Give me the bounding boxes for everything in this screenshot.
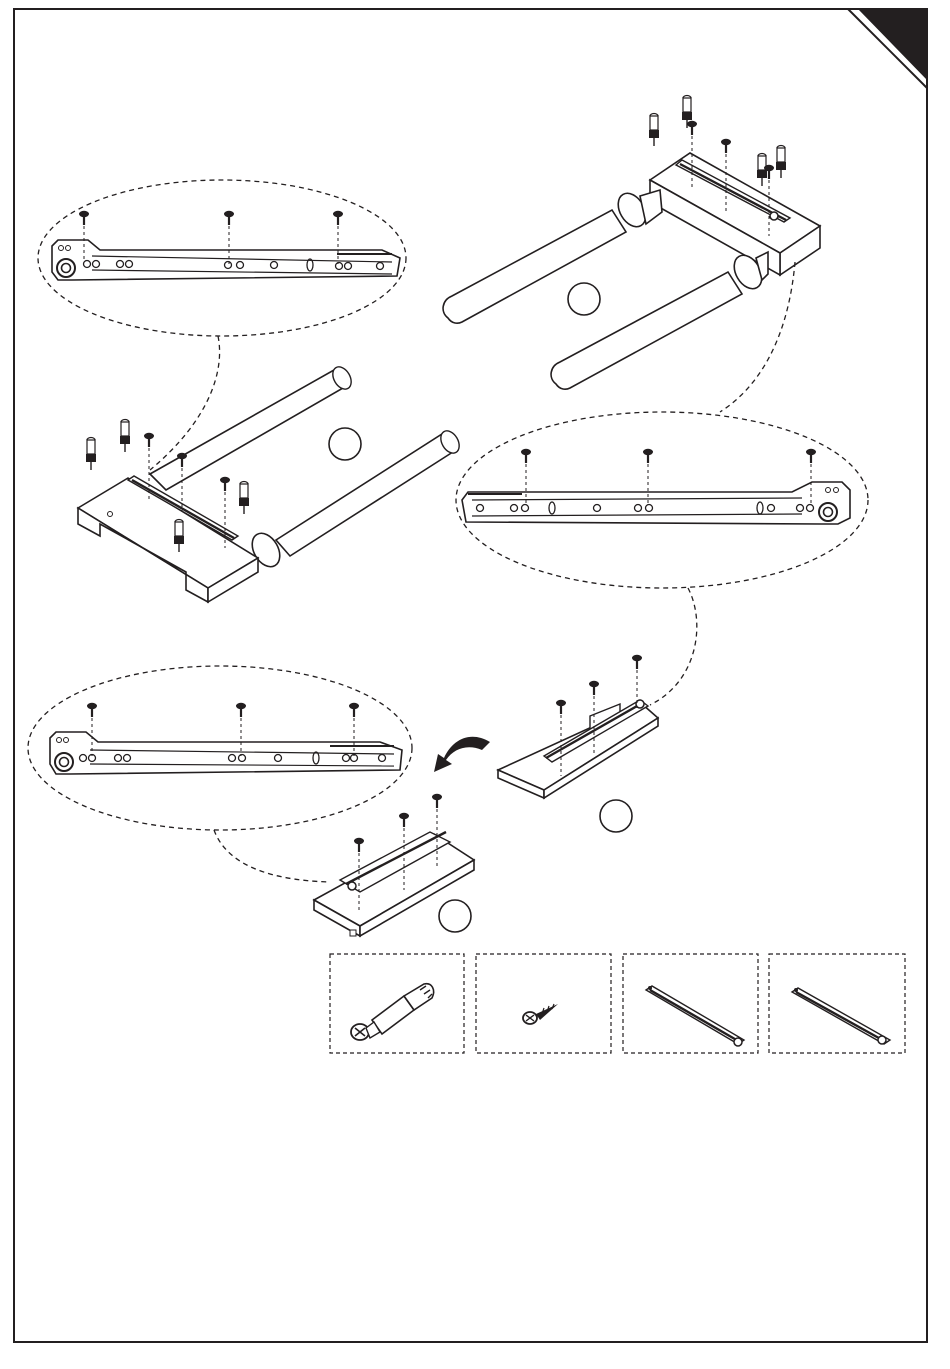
rail-mid-detail [462,482,850,524]
leg-right [551,250,768,389]
legend-screw [476,954,611,1053]
screw-icon [523,1004,558,1024]
step-circle-a [568,283,600,315]
step-circle-c [600,800,632,832]
leg-back [150,364,355,490]
callout-rail-bottom [28,666,412,882]
leg-left [443,188,662,323]
rail-bottom-detail [50,732,402,774]
rail-top-detail [52,240,400,280]
step-circle-d [439,900,471,932]
step-circle-b [329,428,361,460]
callout-rail-mid [456,412,868,705]
assembly-panel-lower-right [498,655,658,832]
drawer-rail-left-icon [646,986,744,1046]
legend-rail-left [623,954,758,1053]
flip-arrow-icon [434,737,490,772]
legend-cam-dowel [330,954,464,1053]
parts-legend [330,954,905,1053]
callout-rail-top [38,180,406,470]
cam-dowel-icon [351,984,434,1040]
assembly-frame-mid-left [78,364,463,602]
legend-rail-right [769,954,905,1053]
assembly-panel-bottom [314,794,474,936]
corner-tab [858,9,927,80]
assembly-frame-top-right [443,96,820,413]
drawer-rail-right-icon [792,988,890,1044]
